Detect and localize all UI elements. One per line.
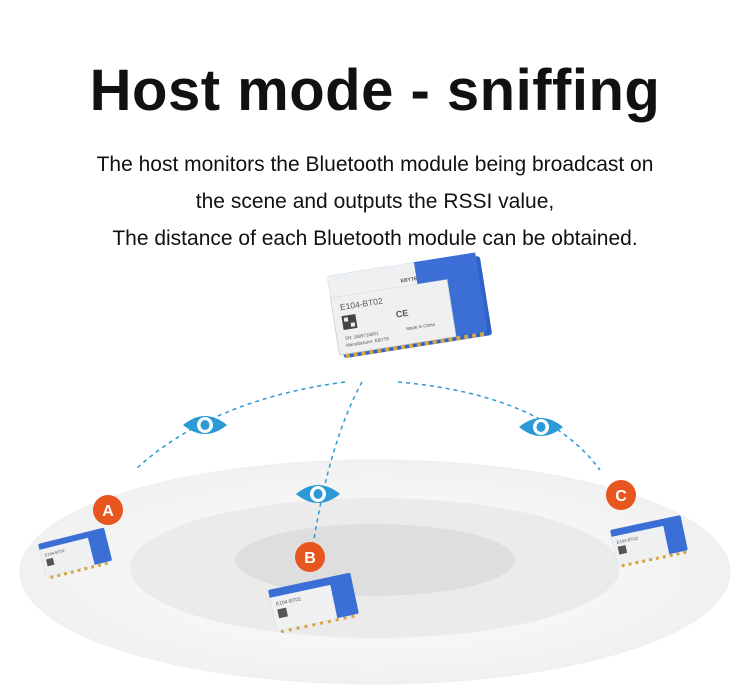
svg-text:A: A xyxy=(102,503,114,520)
description: The host monitors the Bluetooth module b… xyxy=(0,146,750,257)
badge-a: A xyxy=(93,495,123,525)
signal-line-c xyxy=(397,381,601,471)
signal-lines xyxy=(134,381,601,546)
svg-text:C: C xyxy=(615,488,627,505)
ce-mark: CE xyxy=(395,308,409,320)
module-c-model: E104-BT02 xyxy=(616,535,639,545)
page-title: Host mode - sniffing xyxy=(89,58,661,123)
module-b: E104-BT02 xyxy=(268,572,359,634)
svg-text:B: B xyxy=(304,550,316,567)
host-brand-text: EBYTE xyxy=(400,276,418,285)
eye-icon xyxy=(519,418,563,436)
floor-inner-ring xyxy=(235,524,515,596)
signal-line-b xyxy=(312,381,363,546)
module-a: E104-BT02 xyxy=(38,527,112,579)
description-line-2: the scene and outputs the RSSI value, xyxy=(195,190,555,213)
host-manufacturer-text: Manufacturer: EBYTE xyxy=(346,336,390,348)
host-module: E104-BT02 EBYTE CE SN: 1809710001 Made i… xyxy=(327,252,492,359)
qr-code-icon xyxy=(341,314,358,331)
description-line-1: The host monitors the Bluetooth module b… xyxy=(96,153,654,176)
host-origin-text: Made in China xyxy=(406,322,436,332)
badge-c: C xyxy=(606,480,636,510)
host-pins xyxy=(345,332,485,359)
host-sn-text: SN: 1809710001 xyxy=(345,331,380,341)
module-b-model: E104-BT02 xyxy=(276,596,302,607)
module-c: E104-BT02 xyxy=(610,515,688,568)
module-a-model: E104-BT02 xyxy=(44,548,66,558)
eye-icon xyxy=(296,485,340,503)
eye-icon xyxy=(183,416,227,434)
description-line-3: The distance of each Bluetooth module ca… xyxy=(112,227,638,250)
signal-line-a xyxy=(134,381,346,471)
badge-b: B xyxy=(295,542,325,572)
